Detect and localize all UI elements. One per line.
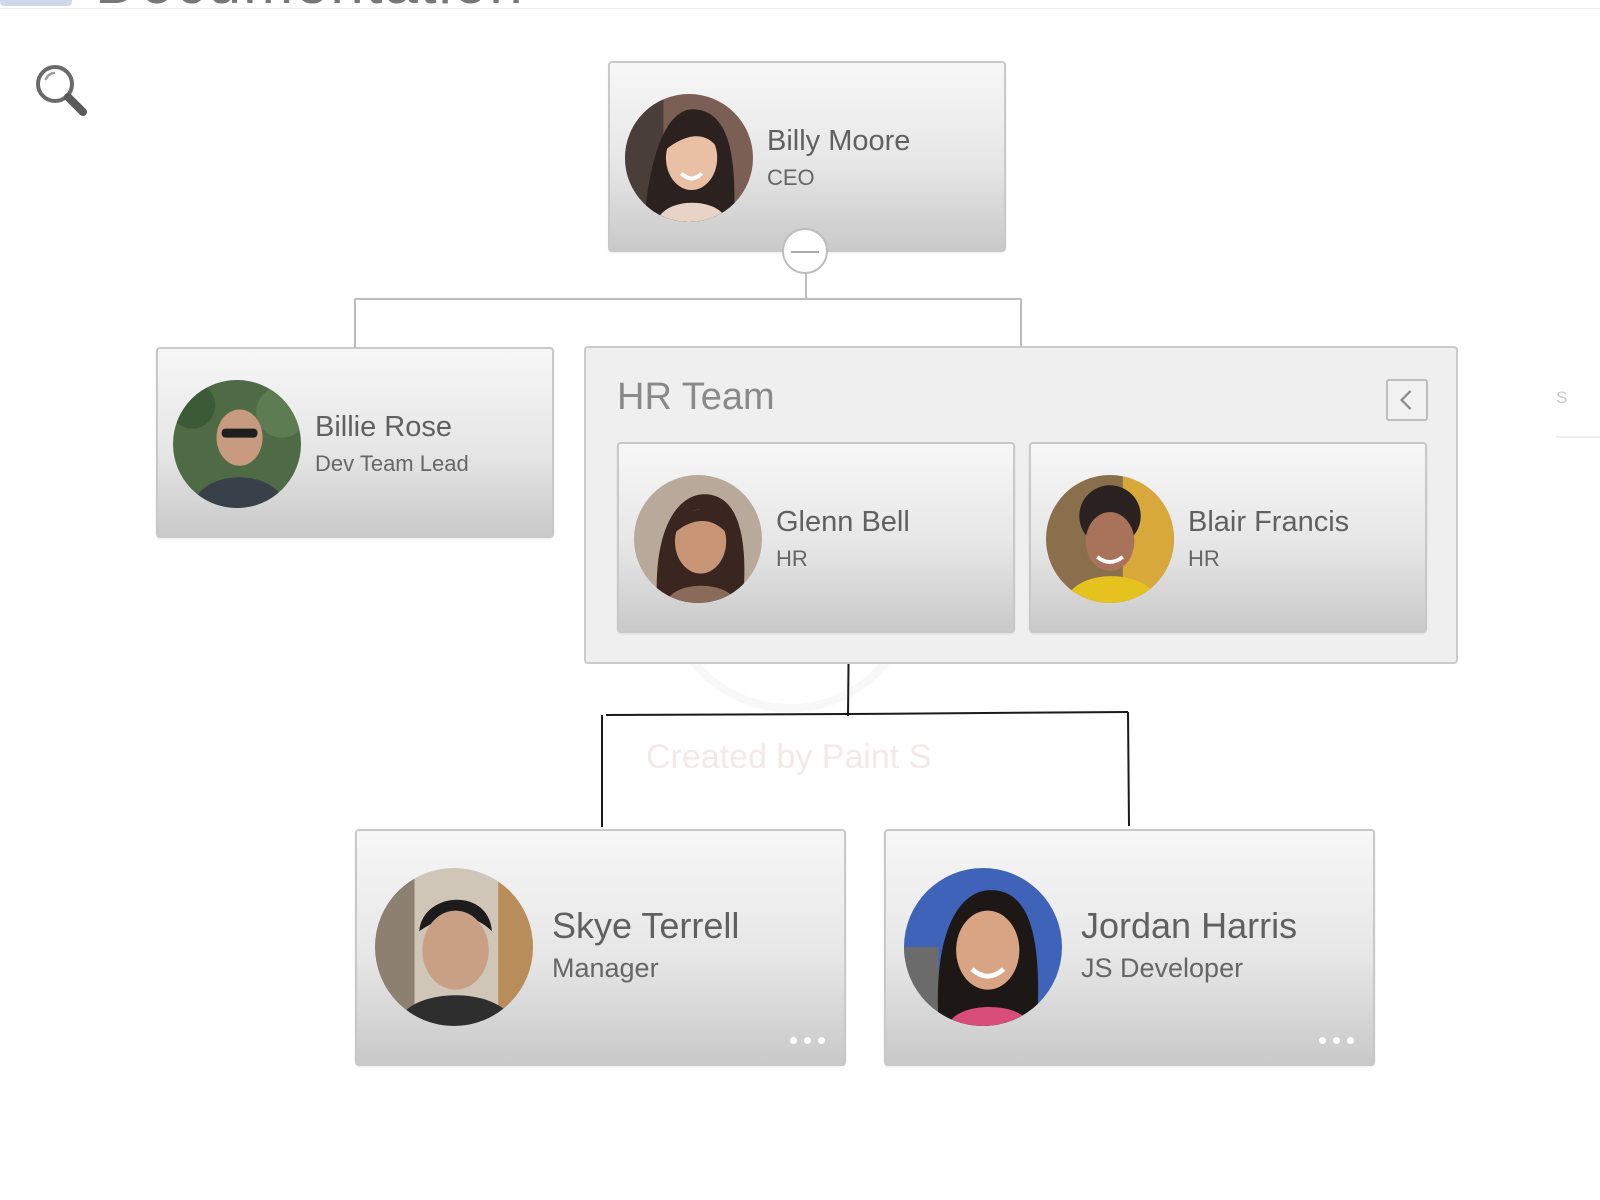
jordan-connector-drop — [1127, 711, 1130, 827]
avatar — [904, 868, 1062, 1026]
edge-divider — [1556, 436, 1600, 438]
collapse-toggle-button[interactable] — [782, 228, 828, 274]
node-card-hr-member[interactable]: Glenn Bell HR — [617, 442, 1015, 633]
search-icon[interactable] — [33, 62, 91, 120]
node-card-manager[interactable]: Skye Terrell Manager — [355, 829, 846, 1066]
node-card-js-developer[interactable]: Jordan Harris JS Developer — [884, 829, 1375, 1066]
node-card-ceo[interactable]: Billy Moore CEO — [608, 61, 1006, 252]
chevron-left-icon — [1399, 390, 1412, 410]
node-role: Manager — [552, 953, 659, 983]
watermark-text: Created by Paint S — [646, 738, 932, 776]
avatar — [1046, 475, 1174, 603]
avatar — [625, 94, 753, 222]
avatar — [173, 380, 301, 508]
title-accent-bar — [0, 0, 72, 6]
node-role: HR — [776, 546, 808, 571]
node-role: CEO — [767, 165, 815, 190]
more-options-icon[interactable] — [1317, 1034, 1357, 1046]
group-hr-team: HR Team Glenn Bell HR — [584, 346, 1458, 664]
node-name: Skye Terrell — [552, 905, 740, 946]
avatar — [634, 475, 762, 603]
edge-fragment-text: S — [1556, 388, 1568, 407]
page-title-strip: Documentation — [0, 0, 1600, 10]
node-name: Blair Francis — [1188, 506, 1350, 538]
group-collapse-button[interactable] — [1386, 379, 1428, 421]
node-name: Jordan Harris — [1081, 905, 1298, 946]
node-role: HR — [1188, 546, 1220, 571]
avatar — [375, 868, 533, 1026]
node-name: Billie Rose — [315, 411, 452, 443]
top-divider — [0, 8, 1600, 9]
more-options-icon[interactable] — [788, 1034, 828, 1046]
node-name: Billy Moore — [767, 125, 911, 157]
node-role: JS Developer — [1081, 953, 1244, 983]
group-title: HR Team — [617, 376, 775, 418]
node-card-dev-lead[interactable]: Billie Rose Dev Team Lead — [156, 347, 554, 538]
node-card-hr-member[interactable]: Blair Francis HR — [1029, 442, 1427, 633]
node-role: Dev Team Lead — [315, 451, 469, 476]
node-name: Glenn Bell — [776, 506, 910, 538]
page-title: Documentation — [95, 0, 525, 10]
